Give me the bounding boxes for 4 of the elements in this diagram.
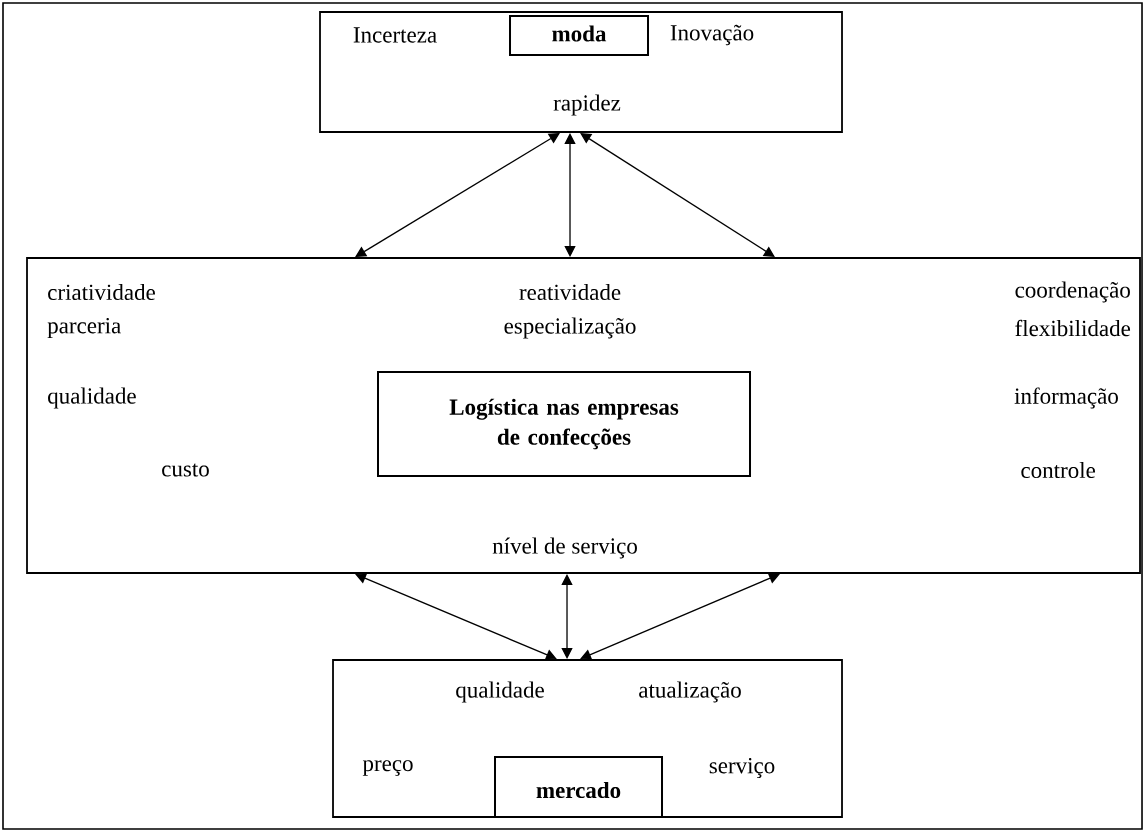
title-box: moda: [509, 15, 649, 56]
title-box: mercado: [494, 756, 663, 818]
arrow: [580, 573, 780, 660]
title-box: Logística nas empresas de confecções: [377, 371, 751, 477]
